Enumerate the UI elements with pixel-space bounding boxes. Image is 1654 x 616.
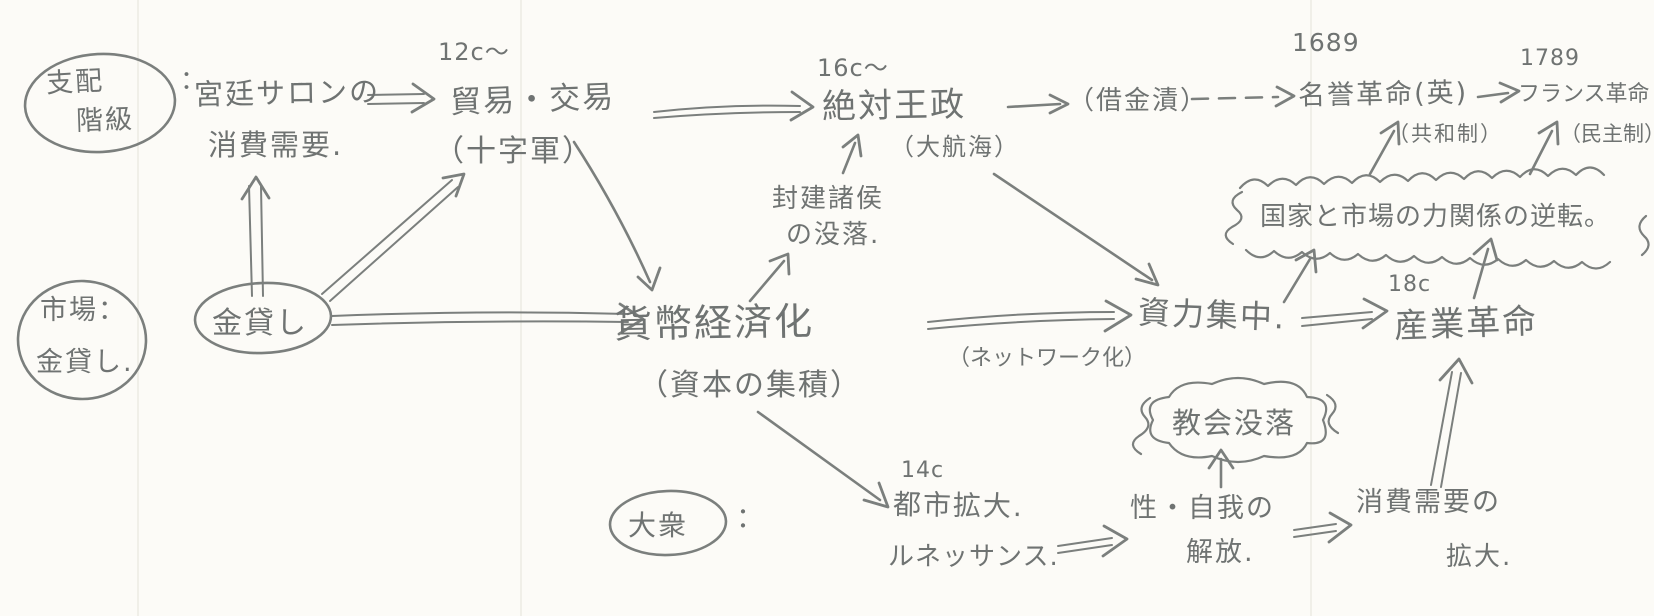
node-french-note: （民主制） [1560, 122, 1654, 146]
arrow-moneylending-to-trade [321, 172, 466, 302]
lane-ruling-class-colon: ： [180, 66, 209, 96]
arrow-urban-to-liberation [1057, 524, 1129, 558]
node-french-year: 1789 [1520, 46, 1580, 71]
edge-network-note: （ネットワーク化） [948, 346, 1147, 371]
node-liberation-line1: 性・自我の [1130, 493, 1275, 524]
lane-market-line2: 金貸し. [36, 347, 134, 378]
node-industrial-title: 産業革命 [1393, 301, 1539, 347]
scan-seam [137, 0, 139, 616]
lane-ruling-class-line1: 支配 [45, 65, 105, 100]
node-monetization-title: 貨幣経済化 [613, 299, 815, 347]
node-power-reversal: 国家と市場の力関係の逆転。 [1260, 202, 1612, 232]
node-urban-era: 14c [901, 458, 945, 483]
arrow-power-reversal-to-french [1528, 120, 1560, 176]
arrow-absolutism-to-debt [1006, 93, 1070, 115]
arrow-industrial-to-power-reversal [1472, 237, 1499, 300]
lane-market-line1: 市場： [40, 295, 127, 326]
node-glorious-year: 1689 [1292, 28, 1360, 57]
arrow-consumption-to-industrial [1430, 357, 1474, 488]
node-court-salon-line1: 宮廷サロンの [193, 74, 381, 112]
scan-seam [1310, 0, 1312, 616]
node-church-decline: 教会没落 [1172, 406, 1297, 440]
arrow-liberation-to-consumption [1293, 511, 1353, 544]
arrow-trade-to-absolutism [653, 90, 815, 122]
arrow-absolutism-to-capital [992, 172, 1160, 287]
node-glorious-title: 名誉革命(英) [1297, 77, 1469, 112]
node-absolutism-title: 絶対王政 [821, 84, 967, 128]
node-absolutism-note: （大航海） [890, 133, 1020, 161]
arrow-moneylending-to-monetization [331, 302, 645, 336]
node-trade-title: 貿易・交易 [449, 79, 616, 121]
node-consumption-line2: 拡大. [1446, 542, 1513, 572]
arrow-liberation-to-church-decline [1207, 448, 1235, 489]
node-french-title: フランス革命 [1518, 82, 1650, 107]
node-monetization-note: （資本の集積） [638, 368, 862, 403]
scan-seam [520, 0, 522, 616]
node-absolutism-era: 16c〜 [817, 54, 889, 82]
node-trade-note: （十字軍） [434, 134, 594, 169]
node-feudal-decline-line1: 封建諸侯 [772, 184, 885, 214]
arrow-monetization-to-urban [756, 410, 890, 509]
node-liberation-line2: 解放. [1186, 537, 1255, 568]
node-urban-line2: ルネッサンス. [888, 542, 1059, 572]
arrow-feudal-decline-to-absolutism [841, 133, 863, 175]
arrow-glorious-to-french [1476, 81, 1521, 104]
lane-masses-colon: ： [736, 501, 767, 534]
lane-masses-label: 大衆 [628, 509, 689, 542]
node-feudal-decline-line2: の没落. [786, 220, 881, 250]
node-urban-line1: 都市拡大. [892, 487, 1025, 524]
node-moneylending: 金貸し [212, 306, 308, 341]
arrow-capital-to-industrial [1301, 297, 1389, 330]
node-debt-ridden: （借金漬） [1068, 86, 1209, 116]
node-court-salon-line2: 消費需要. [208, 128, 344, 162]
lane-ruling-class-line2: 階級 [75, 103, 135, 138]
node-industrial-era: 18c [1388, 272, 1432, 297]
node-trade-era: 12c〜 [438, 38, 510, 66]
node-capital-concentration: 資力集中. [1137, 293, 1287, 337]
node-consumption-line1: 消費需要の [1356, 487, 1501, 518]
node-glorious-note: （共和制） [1388, 122, 1503, 146]
arrow-monetization-to-capital [927, 299, 1133, 333]
arrow-moneylending-to-court-salon [240, 175, 271, 297]
